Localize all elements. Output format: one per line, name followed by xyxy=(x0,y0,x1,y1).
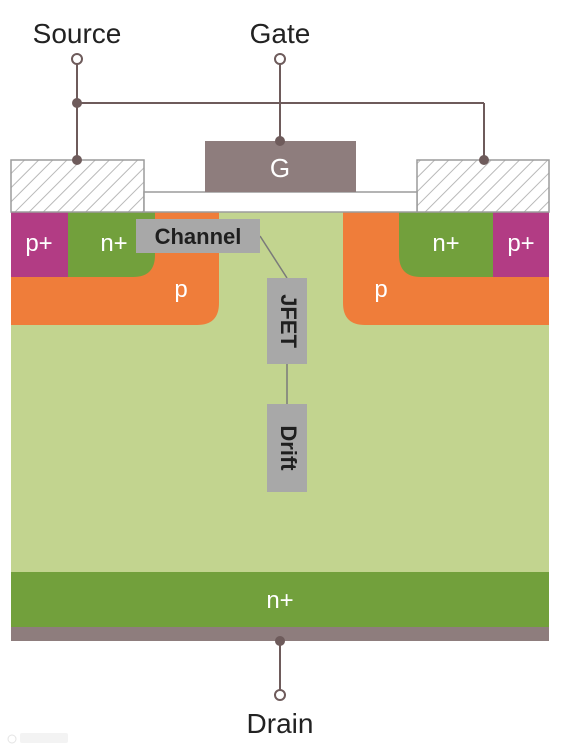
drain-contact-dot xyxy=(275,636,285,646)
bottom-n-plus-region xyxy=(11,572,549,627)
drain-terminal-node xyxy=(274,689,286,701)
source-terminal-node xyxy=(71,53,83,65)
watermark-logo xyxy=(7,733,68,744)
source-junction-dot xyxy=(72,98,82,108)
jfet-callout-box xyxy=(267,278,307,364)
gate-oxide-layer xyxy=(143,191,418,213)
gate-terminal-node xyxy=(274,53,286,65)
drift-callout-box xyxy=(267,404,307,492)
bottom-n-plus-label: n+ xyxy=(266,587,293,614)
right-source-contact xyxy=(416,159,550,213)
callout-leader-lines xyxy=(259,235,288,404)
left-p-plus-region xyxy=(11,212,68,277)
channel-callout-label: Channel xyxy=(155,224,242,249)
left-n-plus-label: n+ xyxy=(100,230,127,257)
left-source-contact-dot xyxy=(72,155,82,165)
right-p-plus-label: p+ xyxy=(507,230,534,257)
channel-callout-box xyxy=(136,219,260,253)
gate-terminal-label: Gate xyxy=(250,18,311,49)
jfet-callout-label: JFET xyxy=(276,294,301,348)
right-source-contact-dot xyxy=(479,155,489,165)
right-p-plus-region xyxy=(493,212,549,277)
right-p-label: p xyxy=(374,276,387,303)
source-terminal-label: Source xyxy=(33,18,122,49)
drift-callout-label: Drift xyxy=(276,425,301,471)
drain-metal-layer xyxy=(11,627,549,641)
right-n-plus-label: n+ xyxy=(432,230,459,257)
left-p-plus-label: p+ xyxy=(25,230,52,257)
gate-electrode xyxy=(205,141,356,192)
gate-region-label: G xyxy=(270,153,290,183)
left-n-plus-region xyxy=(68,212,155,277)
right-n-plus-region xyxy=(399,212,493,277)
left-source-contact xyxy=(10,159,145,213)
drain-terminal-label: Drain xyxy=(247,708,314,739)
gate-contact-dot xyxy=(275,136,285,146)
left-p-label: p xyxy=(174,276,187,303)
